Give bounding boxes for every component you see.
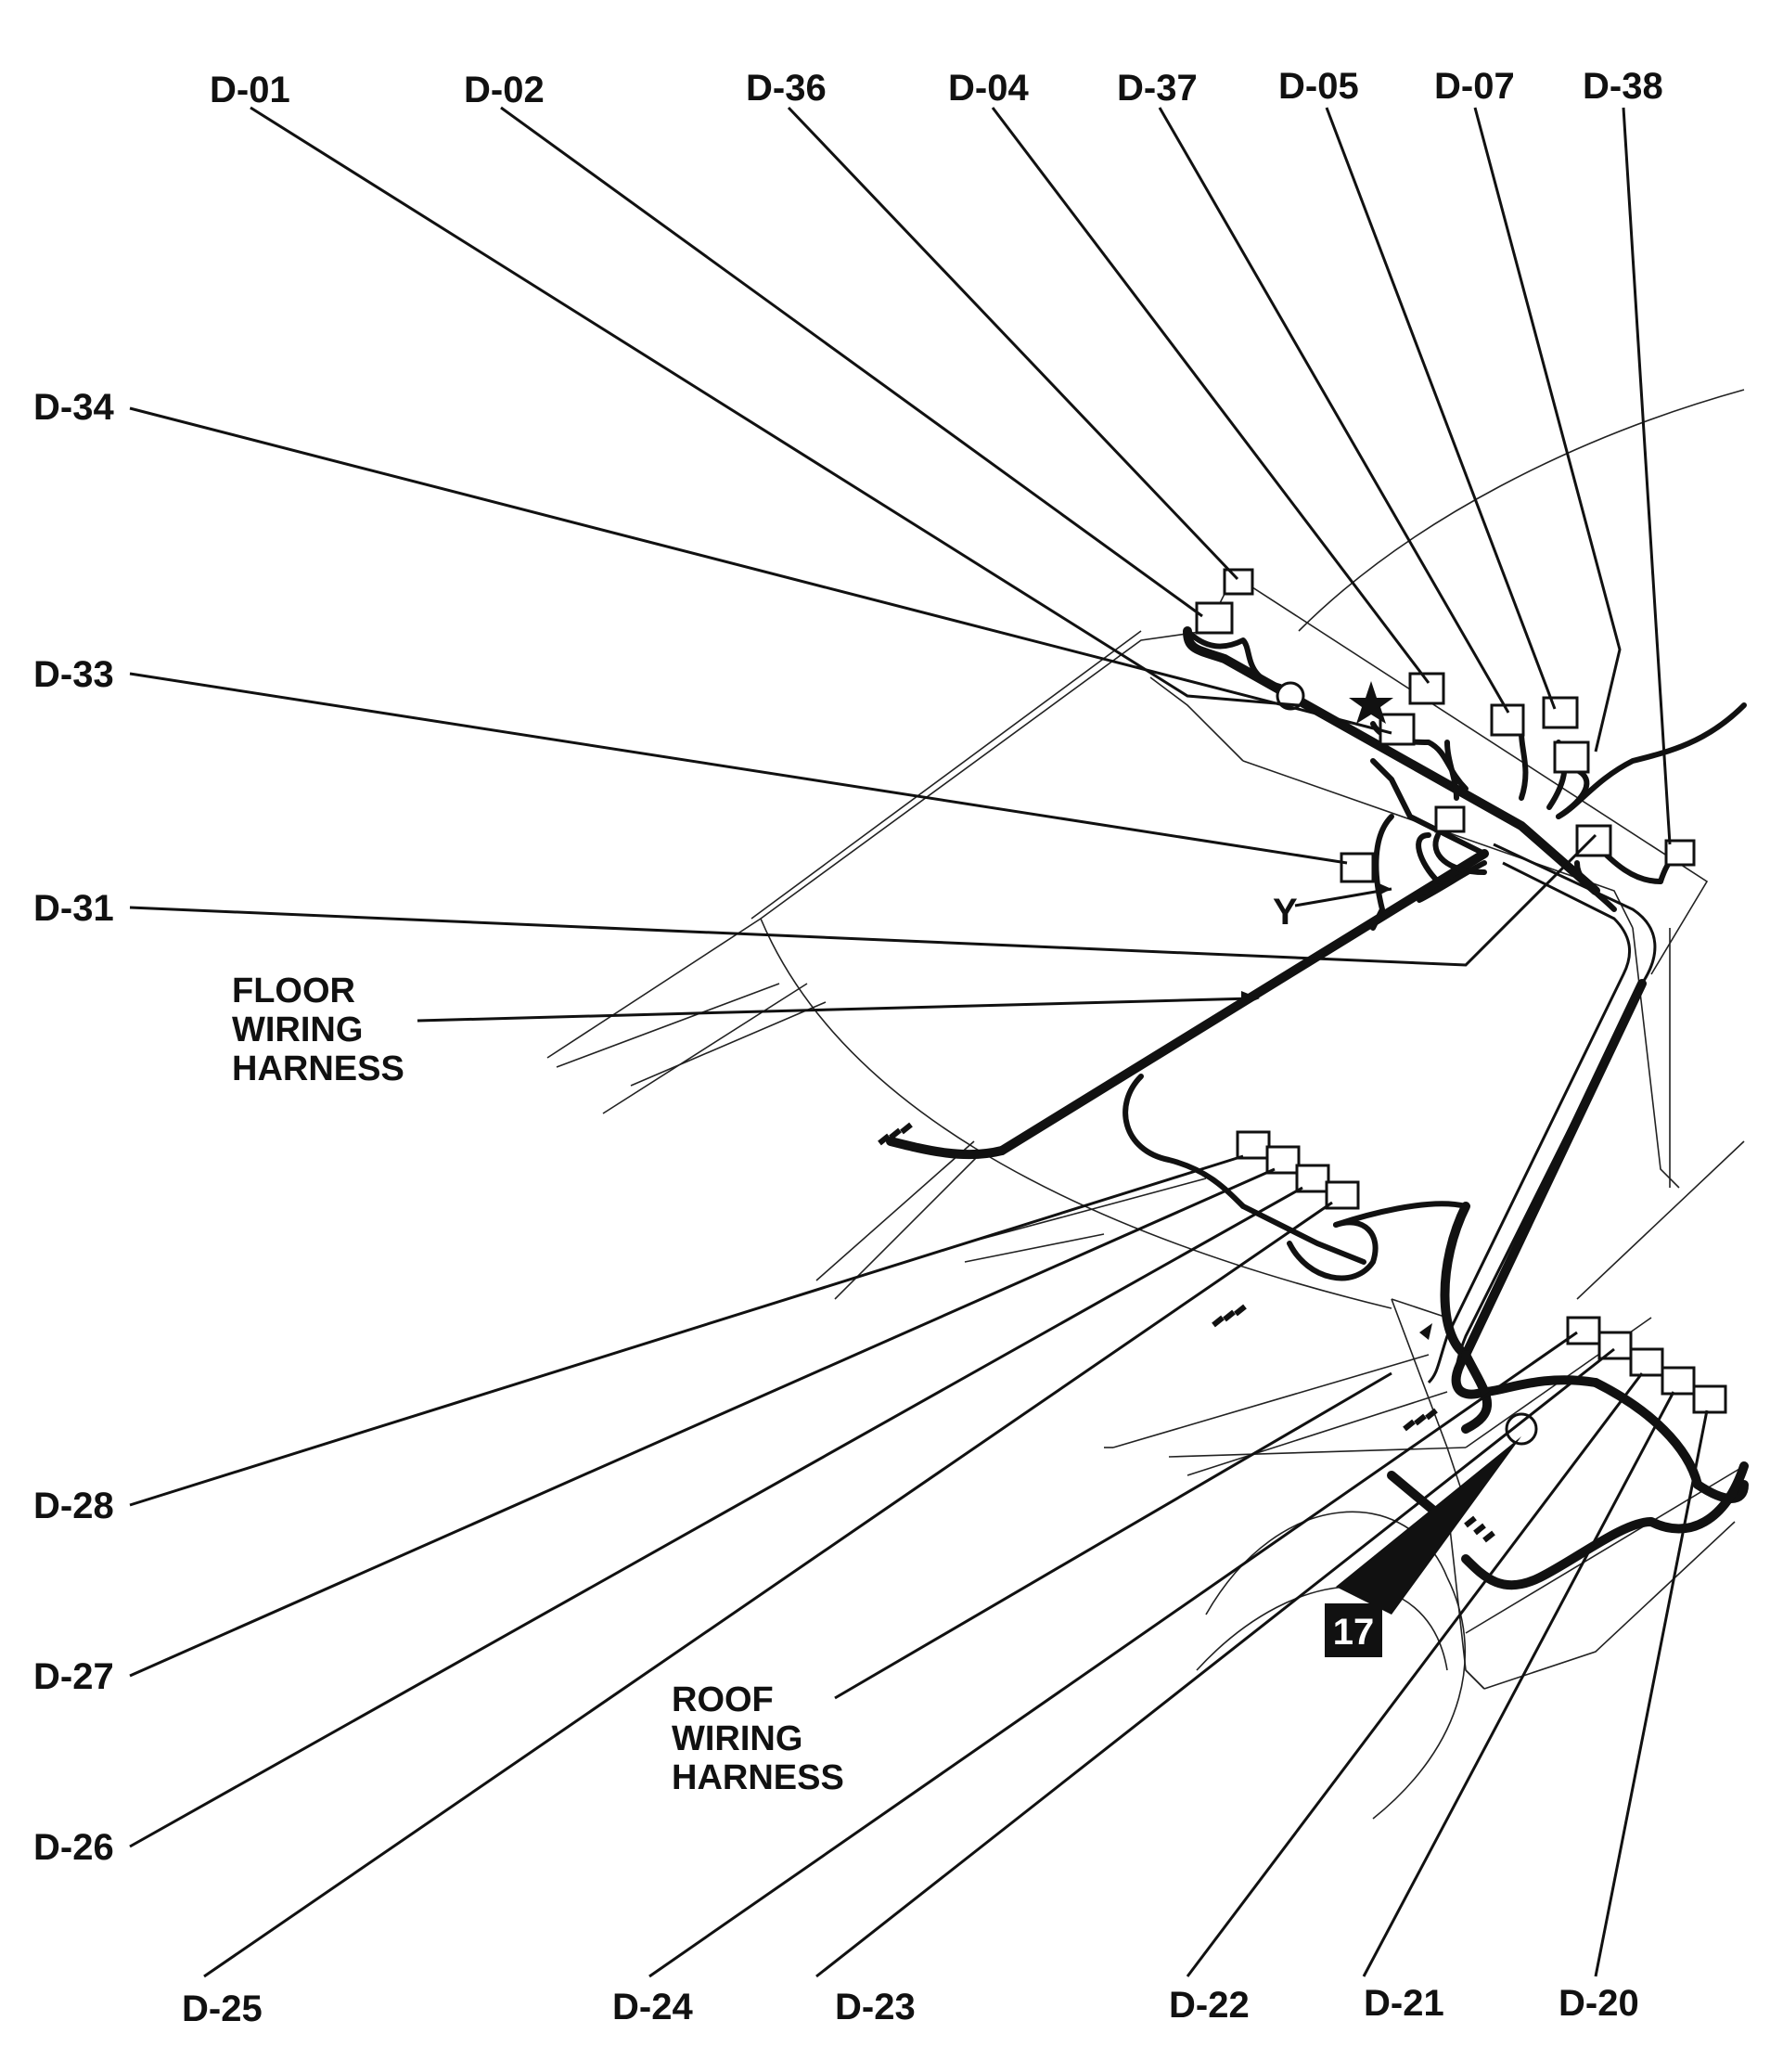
roof-harness-label-line3: HARNESS — [672, 1758, 844, 1797]
callout-d26: D-26 — [33, 1827, 114, 1868]
badge-number: 17 — [1333, 1612, 1375, 1653]
callout-d25: D-25 — [182, 1988, 263, 2029]
upper-harness-bundle — [1183, 626, 1747, 931]
callout-d02: D-02 — [464, 70, 545, 110]
floor-harness-label-line1: FLOOR — [232, 972, 355, 1010]
callout-d23: D-23 — [835, 1987, 916, 2027]
arrowhead — [1419, 1323, 1432, 1340]
connector — [1629, 1347, 1664, 1377]
callout-d28: D-28 — [33, 1486, 114, 1526]
connector — [1542, 696, 1579, 729]
callout-d04: D-04 — [948, 68, 1029, 109]
connector — [1597, 1331, 1633, 1360]
connector — [1223, 568, 1254, 596]
vehicle-body-outline — [546, 389, 1745, 1820]
connector — [1340, 852, 1375, 883]
callout-d22: D-22 — [1169, 1985, 1250, 2026]
continuation-marks — [878, 1122, 1495, 1543]
callout-d01: D-01 — [210, 70, 290, 110]
connector — [1434, 805, 1466, 833]
connector — [1566, 1316, 1601, 1345]
connector — [1692, 1384, 1727, 1414]
callout-d27: D-27 — [33, 1656, 114, 1697]
callout-d24: D-24 — [612, 1987, 693, 2027]
connector — [1661, 1366, 1696, 1396]
ground-terminal — [1276, 681, 1305, 711]
arrowhead — [1241, 991, 1260, 1006]
callout-d05: D-05 — [1278, 66, 1359, 107]
callout-d20: D-20 — [1559, 1983, 1639, 2024]
callout-d21: D-21 — [1364, 1983, 1444, 2024]
callout-d07: D-07 — [1434, 66, 1515, 107]
connector — [1195, 601, 1234, 635]
connector — [1553, 740, 1590, 774]
connector — [1408, 672, 1445, 705]
harness-labels: FLOOR WIRING HARNESS ROOF WIRING HARNESS — [232, 972, 844, 1797]
callout-y: Y — [1273, 892, 1298, 933]
star-marker-icon — [1349, 681, 1393, 724]
connectors — [1195, 568, 1727, 1446]
callout-d34: D-34 — [33, 387, 114, 428]
callout-d38: D-38 — [1583, 66, 1663, 107]
connector — [1575, 824, 1612, 857]
floor-harness-label-line3: HARNESS — [232, 1049, 404, 1088]
callout-d33: D-33 — [33, 654, 114, 695]
callout-d31: D-31 — [33, 888, 114, 929]
callout-d37: D-37 — [1117, 68, 1198, 109]
connector — [1325, 1180, 1360, 1210]
connector — [1265, 1145, 1301, 1175]
ground-terminal — [1505, 1412, 1538, 1446]
connector — [1295, 1164, 1330, 1193]
callout-labels: D-01 D-02 D-36 D-04 D-37 D-05 D-07 D-38 … — [33, 66, 1663, 2029]
connector — [1236, 1130, 1271, 1160]
connector — [1664, 839, 1696, 867]
callout-d36: D-36 — [746, 68, 827, 109]
reference-badge: 17 — [1325, 1436, 1521, 1657]
connector — [1379, 713, 1416, 746]
roof-harness-label-line2: WIRING — [672, 1719, 802, 1758]
arrowhead — [1375, 882, 1392, 896]
roof-harness-label-line1: ROOF — [672, 1680, 774, 1719]
floor-harness-label-line2: WIRING — [232, 1010, 363, 1049]
leader-lines — [129, 106, 1709, 1978]
